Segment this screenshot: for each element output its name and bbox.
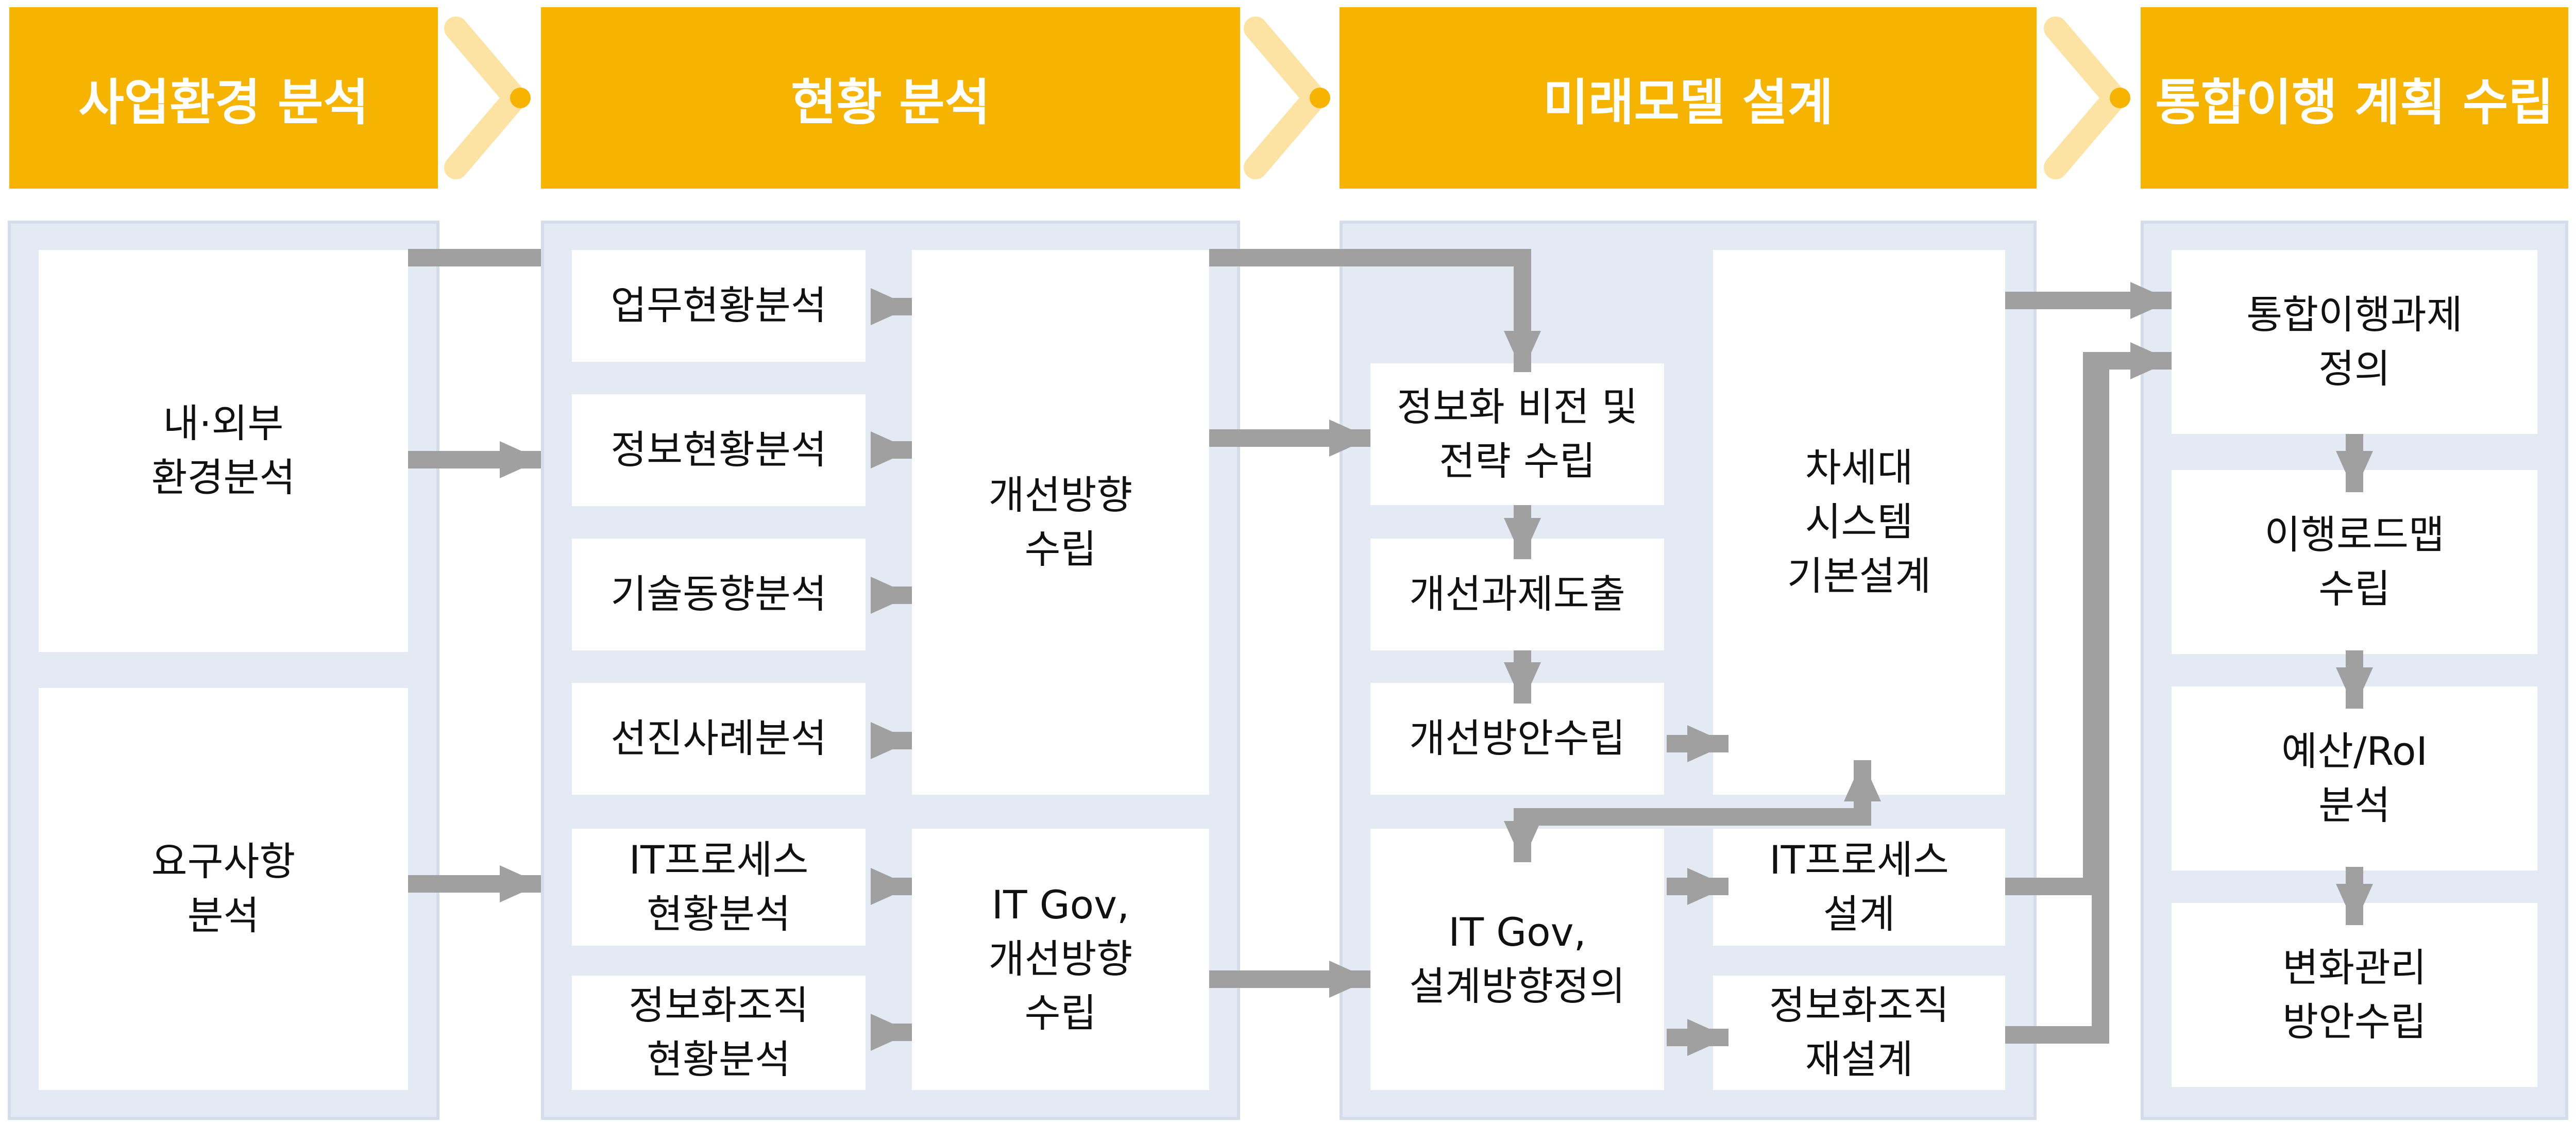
header-future-model-design: 미래모델 설계 bbox=[1340, 7, 2037, 189]
box-it-organization-status-analysis: 정보화조직 현황분석 bbox=[572, 976, 866, 1090]
box-roadmap-planning: 이행로드맵 수립 bbox=[2172, 470, 2537, 654]
box-integration-task-definition: 통합이행과제 정의 bbox=[2172, 250, 2537, 434]
box-it-process-design: IT프로세스 설계 bbox=[1713, 829, 2005, 946]
box-technology-trend-analysis: 기술동향분석 bbox=[572, 539, 866, 650]
chevron-dot bbox=[1310, 88, 1330, 108]
arrow-organization-to-integration bbox=[2005, 361, 2109, 1044]
chevron-dot bbox=[510, 88, 531, 108]
arrow-it-process-to-integration bbox=[2005, 342, 2172, 895]
header-business-environment-analysis: 사업환경 분석 bbox=[9, 7, 438, 189]
box-it-organization-redesign: 정보화조직 재설계 bbox=[1713, 976, 2005, 1090]
box-information-status-analysis: 정보현황분석 bbox=[572, 394, 866, 506]
header-integration-plan: 통합이행 계획 수립 bbox=[2141, 7, 2568, 189]
chevron-dot bbox=[2110, 88, 2130, 108]
box-best-practice-analysis: 선진사례분석 bbox=[572, 683, 866, 795]
box-environment-analysis: 내·외부 환경분석 bbox=[39, 250, 408, 652]
box-business-status-analysis: 업무현황분석 bbox=[572, 250, 866, 362]
box-it-process-status-analysis: IT프로세스 현황분석 bbox=[572, 829, 866, 946]
arrow-status-to-vision bbox=[1209, 249, 1541, 372]
box-requirements-analysis: 요구사항 분석 bbox=[39, 688, 408, 1090]
box-it-gov-design-direction: IT Gov, 설계방향정의 bbox=[1370, 829, 1664, 1090]
box-budget-roi-analysis: 예산/RoI 분석 bbox=[2172, 686, 2537, 870]
box-improvement-direction: 개선방향 수립 bbox=[912, 250, 1209, 795]
box-change-management-plan: 변화관리 방안수립 bbox=[2172, 903, 2537, 1087]
box-it-gov-improvement-direction: IT Gov, 개선방향 수립 bbox=[912, 829, 1209, 1090]
header-current-status-analysis: 현황 분석 bbox=[541, 7, 1240, 189]
box-next-gen-system-design: 차세대 시스템 기본설계 bbox=[1713, 250, 2005, 795]
box-it-vision-strategy: 정보화 비전 및 전략 수립 bbox=[1370, 363, 1664, 505]
